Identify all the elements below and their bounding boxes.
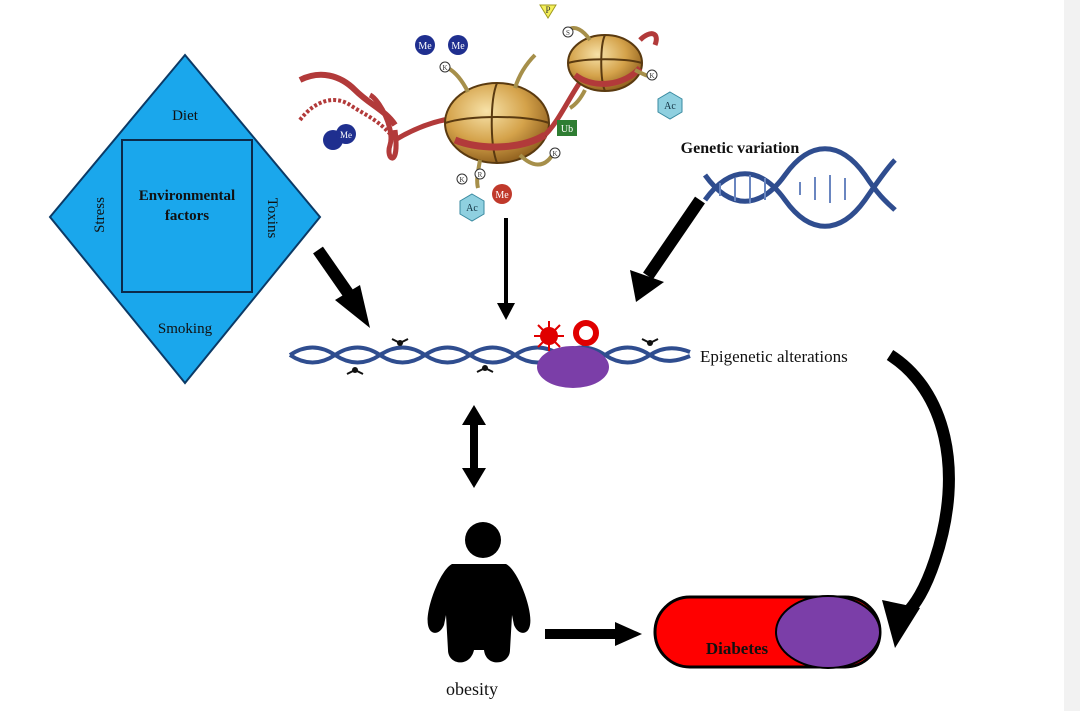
env-stress-label: Stress xyxy=(92,197,108,233)
diabetes-capsule: Diabetes xyxy=(653,595,882,669)
epigenetic-dna-strand xyxy=(288,320,691,388)
mod-k-3: K xyxy=(459,176,464,184)
arrow-genetic-to-dna xyxy=(630,196,705,302)
env-title-line2: factors xyxy=(165,208,209,224)
obesity-label: obesity xyxy=(446,679,498,699)
mod-me-3: Me xyxy=(495,190,509,201)
mod-r: R xyxy=(478,171,483,179)
mod-k-2: K xyxy=(552,150,557,158)
mod-ub: Ub xyxy=(561,124,573,135)
obesity-figure xyxy=(427,522,531,663)
genetic-dna-helix xyxy=(702,146,897,229)
epigenetic-label: Epigenetic alterations xyxy=(700,347,848,366)
mod-s: S xyxy=(566,29,570,37)
side-strip xyxy=(1064,0,1080,711)
environment-diamond: Environmental factors Diet Stress Toxins… xyxy=(48,53,322,385)
double-arrow-dna-obesity xyxy=(462,405,486,488)
env-smoking-label: Smoking xyxy=(158,321,213,337)
mod-k-1: K xyxy=(442,64,447,72)
mod-me-2: Me xyxy=(451,41,465,52)
env-diet-label: Diet xyxy=(172,108,199,124)
mod-ac-1: Ac xyxy=(466,203,478,214)
diabetes-label: Diabetes xyxy=(706,639,769,658)
mod-k-4: K xyxy=(649,72,654,80)
mod-ac-2: Ac xyxy=(664,101,676,112)
mod-me-4: Me xyxy=(340,130,352,140)
env-toxins-label: Toxins xyxy=(264,198,280,239)
mod-p: P xyxy=(545,5,550,15)
arrow-obesity-to-diabetes xyxy=(545,622,642,646)
env-title-line1: Environmental xyxy=(139,188,235,204)
arrow-epigenetic-to-diabetes xyxy=(882,349,955,648)
arrow-nucleosome-to-dna xyxy=(497,218,515,320)
genetic-variation-label: Genetic variation xyxy=(681,140,800,157)
arrow-env-to-dna xyxy=(313,246,370,328)
mod-me-1: Me xyxy=(418,41,432,52)
nucleosome-illustration: Me Me K Ub K K R Me Ac P S K Ac Me xyxy=(298,4,683,222)
